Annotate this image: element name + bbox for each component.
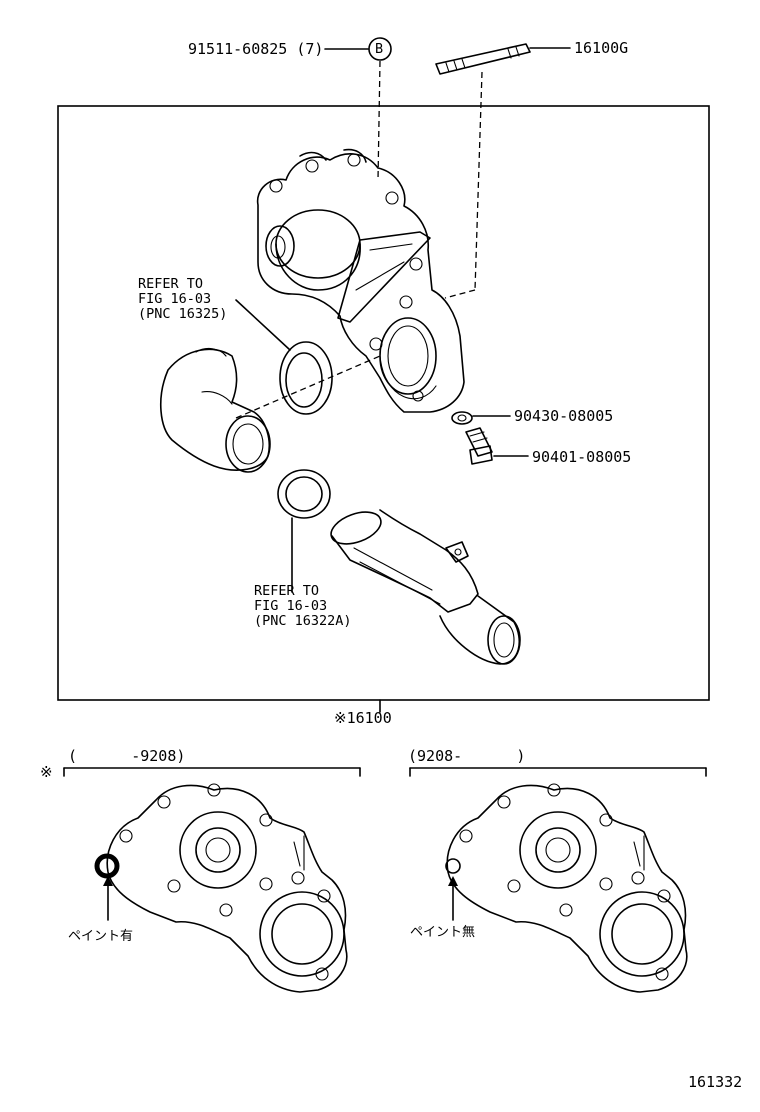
stud-bolt	[435, 43, 571, 299]
lower-gasket	[277, 469, 331, 593]
water-inlet-pipe	[330, 509, 521, 665]
washer-part-number: 90430-08005	[514, 407, 614, 425]
assembly-frame	[57, 105, 710, 701]
assembly-part-number: ※16100	[334, 709, 392, 727]
variant-right-bracket	[409, 767, 707, 777]
plug-part-number: 90401-08005	[532, 448, 632, 466]
variant-left-range: ( -9208)	[68, 747, 186, 765]
gasket-plate-painted	[94, 783, 348, 993]
variant-left-bracket	[63, 767, 361, 777]
variant-right-note: ペイント無	[410, 925, 476, 940]
upper-gasket-ref-line3: (PNC 16325)	[138, 306, 228, 322]
inlet-axis-line	[235, 355, 381, 419]
stud-part-number: 16100G	[574, 39, 629, 57]
gasket-plate-unpainted	[445, 783, 688, 993]
washer	[451, 411, 511, 425]
figure-number: 161332	[688, 1073, 743, 1091]
lower-gasket-ref-line2: FIG 16-03	[254, 598, 328, 614]
variant-left-note: ペイント有	[68, 929, 134, 944]
inlet-elbow	[159, 347, 271, 473]
bolt-leader	[324, 37, 392, 181]
lower-gasket-ref-line3: (PNC 16322A)	[254, 613, 352, 629]
variant-right-range: (9208- )	[408, 747, 526, 765]
upper-gasket-ref-line2: FIG 16-03	[138, 291, 212, 307]
drain-plug	[465, 427, 529, 465]
bolt-marker-letter: B	[375, 41, 384, 57]
paint-mark	[94, 853, 120, 879]
bolt-part-number: 91511-60825 (7)	[188, 40, 324, 58]
water-pump-body	[256, 148, 465, 413]
upper-gasket	[235, 299, 333, 415]
lower-gasket-ref-line1: REFER TO	[254, 583, 320, 599]
upper-gasket-ref-line1: REFER TO	[138, 276, 204, 292]
variant-left-marker: ※	[40, 763, 53, 781]
